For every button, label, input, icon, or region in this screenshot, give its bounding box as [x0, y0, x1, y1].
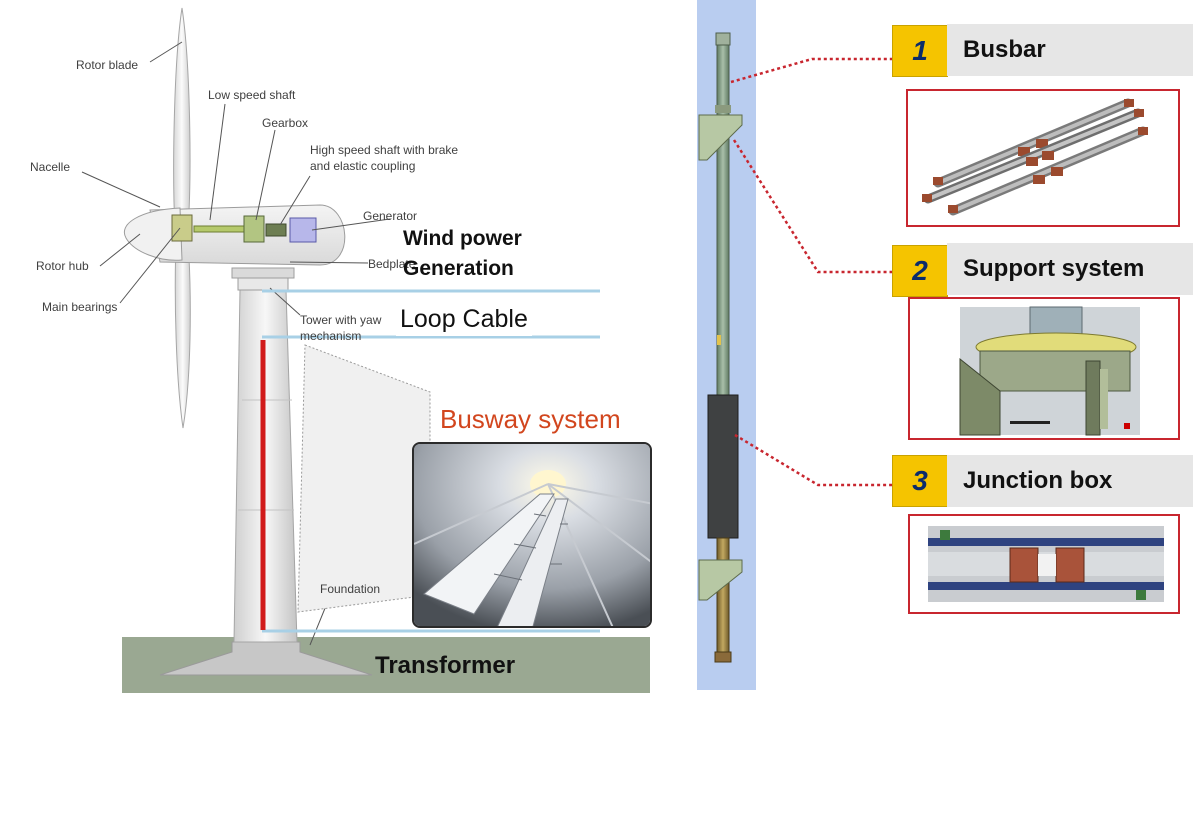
rotor-blade-label: Rotor blade [76, 58, 139, 72]
high-speed-shaft-label-1: High speed shaft with brake [310, 143, 459, 157]
foundation-base [159, 641, 373, 676]
connector-support [732, 139, 892, 274]
busway-column-drawing [698, 32, 743, 663]
transformer-label: Transformer [375, 652, 516, 679]
low-speed-shaft-label: Low speed shaft [208, 88, 296, 102]
wind-power-label-1: Wind power [403, 227, 522, 250]
component-number-3: 3 [892, 455, 948, 507]
nacelle-label: Nacelle [30, 160, 71, 174]
busway-projection [297, 344, 431, 613]
busway-system-label: Busway system [440, 404, 621, 434]
rotor-blade-top [173, 7, 191, 231]
component-title-junction-box: Junction box [947, 455, 1193, 507]
busway-photo [412, 442, 652, 628]
junction-box-image [908, 514, 1180, 614]
generator-label: Generator [363, 209, 418, 223]
rotor-blade-bottom [174, 239, 191, 429]
component-title-support-system: Support system [947, 243, 1193, 295]
component-number-2: 2 [892, 245, 948, 297]
busbar-image [906, 89, 1180, 227]
loop-cable-label: Loop Cable [400, 305, 528, 333]
turbine-drawing [81, 7, 650, 693]
component-title-busbar: Busbar [947, 24, 1193, 76]
bedplate-label: Bedplate [368, 257, 416, 271]
gearbox-label: Gearbox [262, 116, 309, 130]
tower-label-2: mechanism [300, 329, 362, 343]
component-number-1: 1 [892, 25, 948, 77]
tower-column-panel [697, 0, 756, 690]
support-bracket-1 [698, 114, 743, 161]
turbine-diagram: Rotor blade Low speed shaft Gearbox High… [0, 0, 660, 700]
connector-junction [734, 433, 892, 487]
main-bearings-label: Main bearings [42, 300, 118, 314]
rotor-hub [123, 207, 183, 261]
loop-cable-bg: Loop Cable [396, 302, 532, 336]
high-speed-shaft-label-2: and elastic coupling [310, 159, 416, 173]
support-system-image [908, 297, 1180, 440]
rotor-hub-label: Rotor hub [36, 259, 89, 273]
foundation-label: Foundation [320, 582, 381, 596]
wind-power-label-2: Generation [403, 257, 514, 280]
support-bracket-2 [698, 559, 743, 601]
tower-label-1: Tower with yaw [300, 313, 382, 327]
